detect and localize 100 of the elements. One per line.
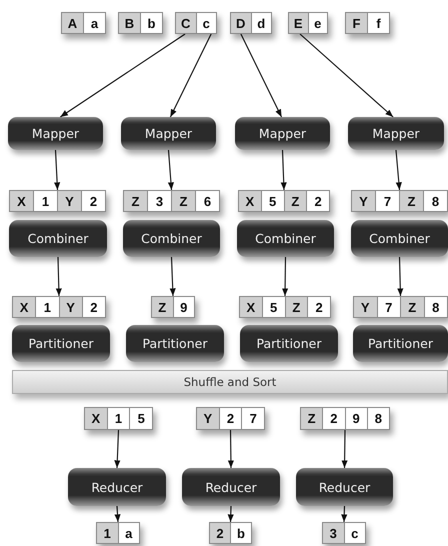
- value-cell: 6: [196, 190, 220, 212]
- value-cell: d: [252, 12, 272, 34]
- value-cell: 2: [82, 190, 106, 212]
- key-value-row: [239, 296, 331, 318]
- arrow: [54, 150, 60, 190]
- value-cell: 7: [376, 190, 400, 212]
- value-cell: 5: [262, 296, 286, 318]
- key-value-row: [123, 190, 220, 212]
- key-cell: Y: [351, 190, 376, 212]
- process-box: Reducer: [182, 468, 280, 506]
- value-cell: f: [368, 12, 390, 34]
- key-cell: C: [175, 12, 196, 34]
- value-cell: 2: [82, 296, 106, 318]
- key-cell: Y: [60, 296, 83, 318]
- arrow: [114, 506, 121, 522]
- value-cell: a: [84, 12, 106, 34]
- process-box: Partitioner: [353, 325, 448, 362]
- process-box: Mapper: [235, 117, 330, 150]
- key-cell: E: [288, 12, 308, 34]
- value-cell: e: [308, 12, 328, 34]
- process-box: Reducer: [296, 468, 393, 506]
- process-box: Partitioner: [240, 325, 338, 362]
- value-cell: 8: [424, 190, 448, 212]
- value-cell: 2: [308, 296, 331, 318]
- arrow: [170, 34, 212, 118]
- key-value-row: [353, 296, 448, 318]
- value-cell: 7: [378, 296, 401, 318]
- key-cell: Z: [151, 296, 174, 318]
- arrow: [282, 257, 288, 296]
- key-value-row: [12, 296, 106, 318]
- arrow: [300, 34, 394, 118]
- process-box: Mapper: [8, 117, 103, 150]
- key-cell: X: [9, 190, 34, 212]
- value-cell: 5: [262, 190, 284, 212]
- key-cell: Z: [123, 190, 148, 212]
- key-cell: Z: [286, 296, 308, 318]
- value-cell: 1: [108, 407, 130, 430]
- process-box: Partitioner: [12, 325, 110, 362]
- key-value-row: [238, 190, 330, 212]
- key-value-row: [322, 522, 366, 544]
- arrow: [395, 150, 402, 190]
- process-box: Mapper: [121, 117, 216, 150]
- key-cell: X: [12, 296, 36, 318]
- arrow: [114, 430, 120, 468]
- key-cell: Y: [196, 407, 220, 430]
- value-cell: b: [231, 522, 252, 544]
- key-cell: D: [230, 12, 252, 34]
- key-value-row: [196, 407, 265, 430]
- key-value-row: [300, 407, 390, 430]
- key-value-row: [151, 296, 195, 318]
- key-value-row: [209, 522, 252, 544]
- process-box: Partitioner: [126, 325, 224, 362]
- arrow: [60, 34, 186, 118]
- key-cell: Z: [284, 190, 308, 212]
- process-box: Reducer: [68, 468, 166, 506]
- value-cell: 1: [36, 296, 60, 318]
- key-value-row: [345, 12, 390, 34]
- key-cell: 1: [96, 522, 118, 544]
- key-cell: X: [238, 190, 262, 212]
- arrow: [240, 34, 282, 118]
- value-cell: 2: [307, 190, 330, 212]
- key-cell: 3: [322, 522, 344, 544]
- value-cell: b: [141, 12, 163, 34]
- key-value-row: [175, 12, 217, 34]
- arrow: [170, 256, 176, 296]
- process-box: Combiner: [237, 220, 334, 257]
- value-cell: 2: [220, 407, 242, 430]
- process-band: Shuffle and Sort: [12, 370, 448, 394]
- key-value-row: [9, 190, 106, 212]
- value-cell: 3: [148, 190, 172, 212]
- value-cell: 8: [424, 296, 448, 318]
- key-value-row: [61, 12, 106, 34]
- process-box: Combiner: [351, 220, 448, 257]
- key-cell: Z: [401, 296, 424, 318]
- value-cell: 8: [368, 407, 390, 430]
- process-box: Mapper: [348, 117, 444, 150]
- key-value-row: [84, 407, 153, 430]
- key-cell: A: [61, 12, 84, 34]
- process-box: Combiner: [123, 220, 220, 257]
- arrow: [228, 506, 234, 522]
- arrow: [228, 430, 234, 468]
- arrow: [341, 506, 348, 522]
- key-cell: Z: [400, 190, 424, 212]
- value-cell: 1: [34, 190, 58, 212]
- arrow: [168, 150, 174, 190]
- value-cell: a: [118, 522, 140, 544]
- value-cell: 7: [242, 407, 266, 430]
- key-value-row: [118, 12, 163, 34]
- key-cell: Y: [58, 190, 82, 212]
- process-box: Combiner: [9, 220, 107, 257]
- value-cell: 9: [346, 407, 368, 430]
- key-cell: Z: [300, 407, 324, 430]
- value-cell: 5: [130, 407, 154, 430]
- key-value-row: [288, 12, 328, 34]
- value-cell: c: [196, 12, 217, 34]
- key-cell: Z: [172, 190, 196, 212]
- arrow: [56, 256, 62, 296]
- arrow: [397, 256, 404, 296]
- key-cell: X: [239, 296, 263, 318]
- key-value-row: [230, 12, 272, 34]
